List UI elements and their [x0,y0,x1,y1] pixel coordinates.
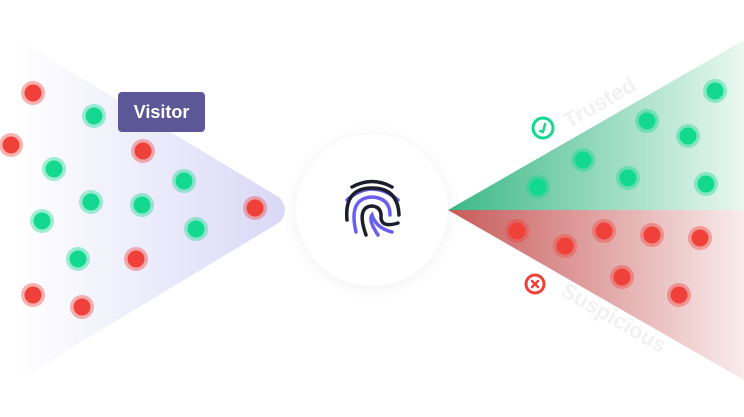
suspicious-visitor-dot [505,219,529,243]
suspicious-visitor-dot [640,223,664,247]
suspicious-visitor-dot [553,234,577,258]
fingerprint-hub [296,134,448,286]
trusted-visitor-dot [571,148,595,172]
trusted-visitor-dot [82,104,106,128]
suspicious-visitor-dot [592,219,616,243]
trusted-visitor-dot [616,166,640,190]
trusted-cone [448,40,744,210]
trusted-visitor-dot [635,109,659,133]
trusted-visitor-dot [676,124,700,148]
suspicious-visitor-dot [667,283,691,307]
visitor-label: Visitor [118,92,205,132]
suspicious-visitor-dot [688,226,712,250]
visitor-cone [15,38,285,382]
suspicious-visitor-dot [21,283,45,307]
trusted-visitor-dot [694,172,718,196]
trusted-visitor-dot [172,169,196,193]
suspicious-visitor-dot [243,196,267,220]
suspicious-visitor-dot [0,133,23,157]
trusted-visitor-dot [703,79,727,103]
suspicious-visitor-dot [131,139,155,163]
trusted-visitor-dot [130,193,154,217]
fingerprint-icon [344,179,401,237]
suspicious-visitor-dot [70,295,94,319]
trusted-visitor-dot [66,247,90,271]
suspicious-visitor-dot [21,81,45,105]
trusted-visitor-dot [79,190,103,214]
x-circle-icon [524,273,546,295]
suspicious-visitor-dot [124,247,148,271]
check-circle-icon [531,116,555,140]
suspicious-visitor-dot [610,265,634,289]
trusted-visitor-dot [42,157,66,181]
trusted-visitor-dot [184,217,208,241]
trusted-visitor-dot [30,209,54,233]
suspicious-cone [448,210,744,380]
trusted-visitor-dot [526,175,550,199]
